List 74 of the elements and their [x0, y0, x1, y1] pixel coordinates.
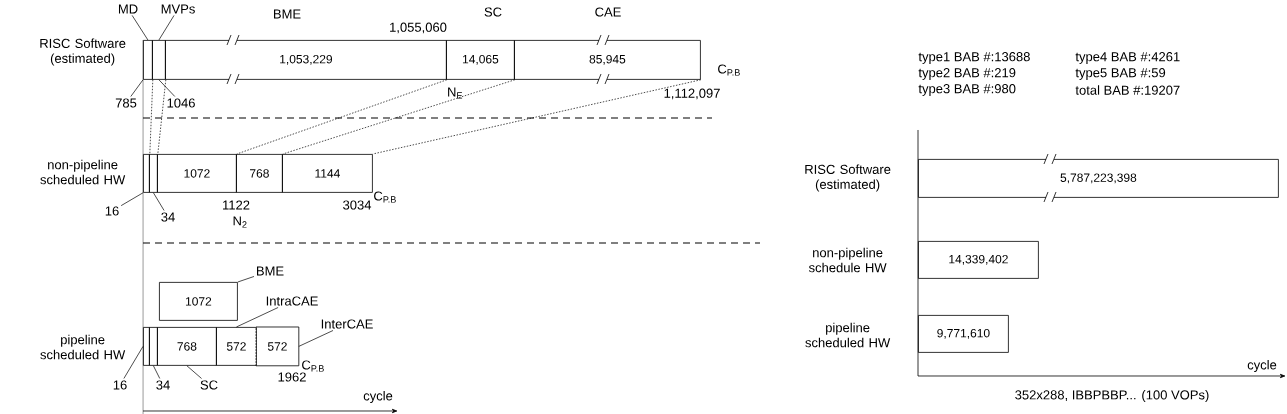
callout-label: 34 — [156, 380, 170, 390]
text-label: type1 BAB #:13688 — [918, 52, 1030, 64]
guide-line — [282, 79, 516, 155]
text-label: total BAB #:19207 — [1075, 85, 1180, 95]
callout-label: SC — [200, 380, 218, 390]
text-label: N$_{E}$ — [448, 87, 463, 99]
text-label: CAE — [595, 7, 621, 17]
callout-label: BME — [257, 266, 284, 276]
text-label: BME — [274, 9, 301, 19]
leader-line — [237, 276, 255, 283]
guide-line — [236, 79, 448, 155]
bar-segment: 1144 — [282, 154, 373, 193]
text-label: non-pipeline schedule HW — [808, 247, 887, 273]
text-label: 1,112,097 — [664, 88, 720, 100]
text-label: 352x288, IBBPBBP... (100 VOPs) — [1015, 389, 1209, 403]
bar-segment: 1072 — [159, 282, 238, 321]
text-label: cycle — [1247, 359, 1277, 373]
leader-line — [123, 346, 144, 379]
text-label: type4 BAB #:4261 — [1075, 52, 1180, 64]
text-label: cycle — [363, 390, 393, 404]
callout-label: 16 — [113, 380, 127, 390]
leader-line — [158, 79, 176, 97]
text-label: C$_{P.B}$ — [302, 360, 324, 372]
text-label: pipeline scheduled HW — [40, 334, 126, 360]
bar-segment: 572 — [255, 326, 300, 367]
leader-line — [298, 330, 334, 347]
guide-line — [372, 79, 702, 155]
bar-segment: 1072 — [157, 154, 237, 193]
text-label: C$_{P.B}$ — [718, 64, 740, 76]
guide-line — [157, 79, 167, 155]
leader-line — [153, 365, 161, 379]
bar-segment: 572 — [216, 327, 257, 366]
bar-segment — [143, 40, 153, 80]
text-label: C$_{P.B}$ — [374, 191, 396, 203]
bar-segment: 9,771,610 — [918, 315, 1009, 353]
bar-segment: 1,053,229 — [165, 40, 447, 80]
text-label: 1,055,060 — [390, 22, 447, 34]
leader-line — [153, 192, 165, 211]
leader-line — [130, 79, 144, 97]
text-label: 1962 — [278, 372, 306, 382]
text-label: RISC Software (estimated) — [40, 38, 126, 66]
bar-segment — [143, 327, 150, 366]
bar-segment — [152, 40, 166, 80]
text-label: N$_{2}$ — [233, 216, 247, 228]
bar-segment: 85,945 — [514, 40, 701, 80]
bar-segment — [143, 154, 150, 193]
bar-segment: 14,339,402 — [918, 241, 1039, 279]
leader-line — [131, 15, 149, 41]
text-label: RISC Software (estimated) — [805, 164, 891, 192]
callout-label: 785 — [115, 98, 137, 108]
leader-line — [120, 192, 144, 206]
text-label: SC — [484, 7, 502, 17]
text-label: 1122 — [223, 200, 250, 210]
callout-label: IntraCAE — [266, 296, 318, 306]
leader-line — [186, 365, 202, 379]
callout-label: 16 — [105, 206, 119, 216]
text-label: pipeline scheduled HW — [805, 322, 891, 348]
bar-segment: 5,787,223,398 — [918, 159, 1279, 198]
text-label: non-pipeline scheduled HW — [40, 159, 126, 185]
callout-label: 1046 — [167, 98, 195, 108]
callout-label: 34 — [161, 212, 175, 222]
callout-label: InterCAE — [321, 319, 373, 329]
text-label: type3 BAB #:980 — [918, 84, 1016, 96]
bar-segment — [149, 327, 158, 366]
callout-label: MD — [119, 4, 138, 14]
text-label: type5 BAB #:59 — [1075, 68, 1166, 80]
bar-segment: 14,065 — [446, 40, 515, 80]
bar-segment: 768 — [236, 154, 283, 193]
leader-line — [158, 15, 175, 41]
callout-label: MVPs — [161, 4, 195, 14]
text-label: type2 BAB #:219 — [918, 68, 1016, 80]
bar-segment: 768 — [157, 327, 217, 366]
bar-segment — [149, 154, 158, 193]
guide-line — [149, 79, 154, 155]
